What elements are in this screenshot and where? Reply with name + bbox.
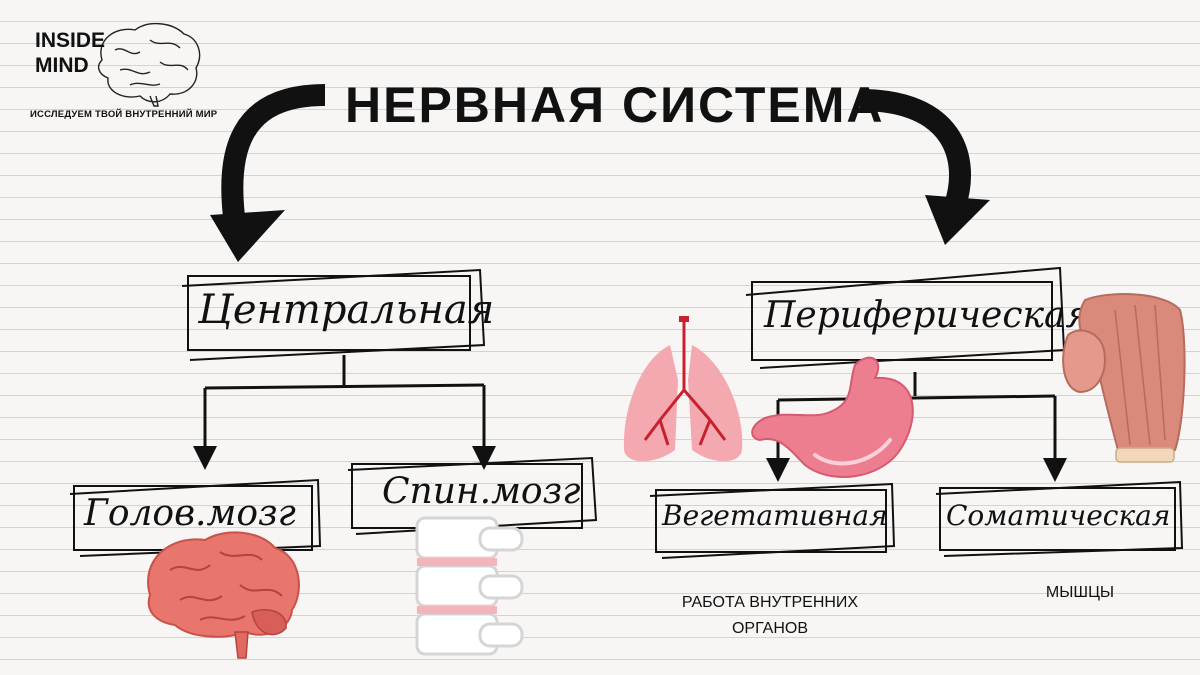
curved-arrow-right-head (925, 195, 990, 245)
box-central (181, 268, 486, 361)
stomach-icon (751, 356, 914, 478)
tree-central (193, 355, 496, 470)
box-somatic (935, 480, 1184, 557)
curved-arrow-left-head (210, 210, 285, 262)
node-central: Центральная (198, 287, 495, 333)
box-peripheral (745, 266, 1066, 369)
muscle-icon (1062, 293, 1186, 463)
node-peripheral: Периферическая (764, 295, 1090, 336)
note-vegetative: РАБОТА ВНУТРЕННИХ ОРГАНОВ (660, 590, 880, 642)
note-somatic: МЫШЦЫ (1045, 584, 1115, 601)
brain-icon (147, 531, 300, 659)
curved-arrow-left (221, 84, 326, 227)
box-vegetative (649, 482, 896, 559)
note-vegetative-line2: ОРГАНОВ (731, 620, 809, 637)
node-spinal: Спин.мозг (382, 471, 581, 512)
curved-arrow-right (859, 89, 971, 209)
logo-name-line1: INSIDE (35, 29, 106, 52)
note-vegetative-line1: РАБОТА ВНУТРЕННИХ (681, 594, 859, 611)
logo-name-line2: MIND (35, 54, 89, 77)
logo-tagline: ИССЛЕДУЕМ ТВОЙ ВНУТРЕННИЙ МИР (30, 109, 218, 120)
node-brain: Голов.мозг (84, 493, 296, 534)
lungs-icon (623, 316, 743, 462)
page-title: НЕРВНАЯ СИСТЕМА (345, 77, 885, 133)
node-somatic: Соматическая (946, 499, 1171, 532)
node-vegetative: Вегетативная (662, 499, 888, 532)
spine-icon (415, 516, 524, 656)
